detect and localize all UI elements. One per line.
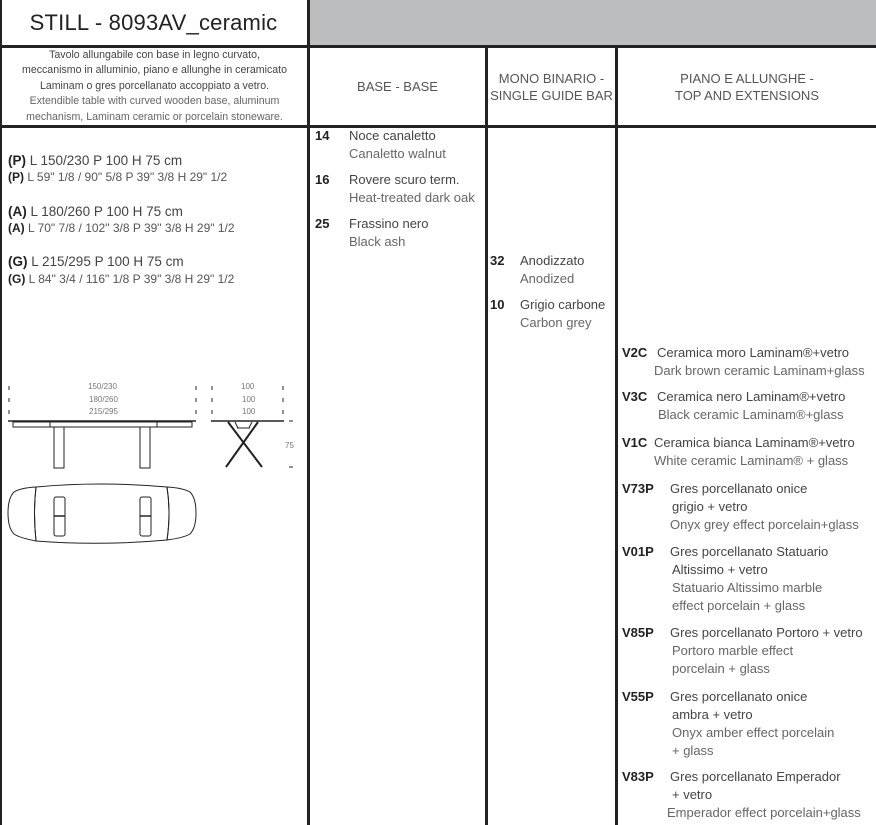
size-g-inch: (G) L 84" 3/4 / 116" 1/8 P 39" 3/8 H 29"… <box>8 272 235 286</box>
description-en-2: mechanism, Laminam ceramic or porcelain … <box>26 110 283 123</box>
guide-code-10: 10 <box>490 297 505 312</box>
description-it-1: Tavolo allungabile con base in legno cur… <box>49 49 260 61</box>
base-code-14: 14 <box>315 128 330 143</box>
description-en-1: Extendible table with curved wooden base… <box>29 95 280 108</box>
description-it-3: Laminam o gres porcellanato accoppiato a… <box>39 79 270 92</box>
divider-row2 <box>0 125 876 128</box>
length-label-g: 215/295 <box>89 407 118 416</box>
top-code-v55p: V55P <box>622 689 654 704</box>
depth-label-p: 100 <box>241 382 255 391</box>
length-label-p: 150/230 <box>88 382 117 391</box>
divider-col3 <box>615 45 618 825</box>
height-label: 75 <box>285 441 294 450</box>
border-left <box>0 0 2 825</box>
divider-col1 <box>307 0 310 825</box>
base-code-25: 25 <box>315 216 330 231</box>
column-header-top: PIANO E ALLUNGHE - TOP AND EXTENSIONS <box>674 70 819 103</box>
page-title: STILL - 8093AV_ceramic <box>29 9 278 35</box>
base-finish-16: Rovere scuro term.Heat-treated dark oak <box>349 172 475 205</box>
size-p-inch: (P) L 59" 1/8 / 90" 5/8 P 39" 3/8 H 29" … <box>8 170 228 184</box>
guide-code-32: 32 <box>490 253 505 268</box>
technical-drawing: 150/230 180/260 215/295 100 100 100 75 <box>0 370 307 550</box>
top-code-v85p: V85P <box>622 625 654 640</box>
depth-label-a: 100 <box>242 395 256 404</box>
size-g-cm: (G) L 215/295 P 100 H 75 cm <box>8 254 184 269</box>
column-header-guide: MONO BINARIO - SINGLE GUIDE BAR <box>490 70 613 103</box>
top-code-v73p: V73P <box>622 481 654 496</box>
header-band <box>310 0 876 45</box>
base-code-16: 16 <box>315 172 330 187</box>
divider-col2 <box>485 45 488 825</box>
top-code-v83p: V83P <box>622 769 654 784</box>
size-p-cm: (P) L 150/230 P 100 H 75 cm <box>8 153 183 168</box>
column-header-base: BASE - BASE <box>357 79 438 94</box>
depth-label-g: 100 <box>242 407 256 416</box>
product-description: Tavolo allungabile con base in legno cur… <box>2 48 307 125</box>
top-code-v1c: V1C <box>622 435 648 450</box>
top-code-v3c: V3C <box>622 389 648 404</box>
length-label-a: 180/260 <box>89 395 118 404</box>
divider-row1 <box>0 45 876 48</box>
top-code-v2c: V2C <box>622 345 648 360</box>
size-a-inch: (A) L 70" 7/8 / 102" 3/8 P 39" 3/8 H 29"… <box>8 221 235 235</box>
size-a-cm: (A) L 180/260 P 100 H 75 cm <box>8 204 183 219</box>
top-code-v01p: V01P <box>622 544 654 559</box>
table-drawing-icon <box>7 386 293 544</box>
description-it-2: meccanismo in alluminio, piano e allungh… <box>22 64 287 77</box>
